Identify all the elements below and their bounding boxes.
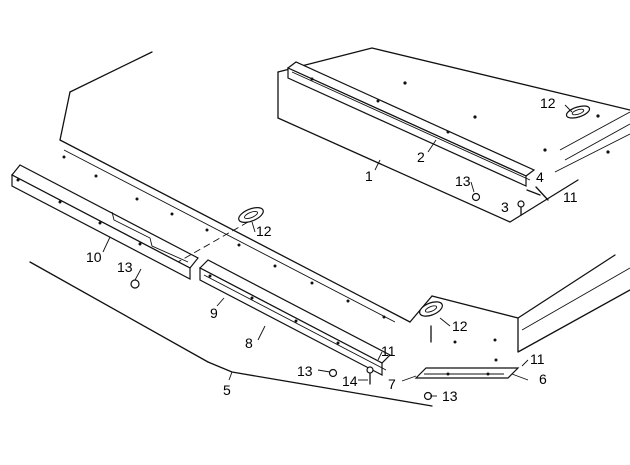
hardware-upper (471, 186, 549, 216)
callout-12-lower: 12 (452, 318, 468, 334)
callout-9: 9 (210, 305, 218, 321)
rail-part-8 (198, 259, 392, 376)
callout-13-middle: 13 (297, 363, 313, 379)
rail-part-10 (11, 164, 199, 280)
callout-4: 4 (536, 169, 544, 185)
callout-6: 6 (539, 371, 547, 387)
upper-right-panel (277, 47, 630, 223)
callout-2: 2 (417, 149, 425, 165)
callout-10: 10 (86, 249, 102, 265)
lower-right-panel (409, 254, 630, 362)
callout-5: 5 (223, 382, 231, 398)
callout-7: 7 (388, 376, 396, 392)
main-panel (29, 51, 433, 407)
callout-labels: 1 2 3 4 5 6 7 8 9 10 11 11 11 12 12 12 1… (86, 95, 578, 404)
callout-11-lower: 11 (530, 351, 545, 367)
rail-part-2 (286, 61, 536, 187)
callout-11-upper: 11 (563, 189, 578, 205)
callout-1: 1 (365, 168, 373, 184)
leader-lines (102, 104, 573, 397)
callout-14: 14 (342, 373, 358, 389)
plate-part-6 (414, 367, 520, 379)
handle-part-12-upper (565, 105, 591, 119)
callout-11-middle: 11 (381, 343, 396, 359)
callout-3: 3 (501, 199, 509, 215)
handle-part-12-middle (177, 207, 264, 263)
callout-12-middle: 12 (256, 223, 272, 239)
callout-13-upper: 13 (455, 173, 471, 189)
handle-part-12-lower (419, 301, 443, 343)
callout-13-lower: 13 (442, 388, 458, 404)
callout-8: 8 (245, 335, 253, 351)
callout-13-left: 13 (117, 259, 133, 275)
callout-12-upper: 12 (540, 95, 556, 111)
hardware-lower (130, 279, 433, 401)
